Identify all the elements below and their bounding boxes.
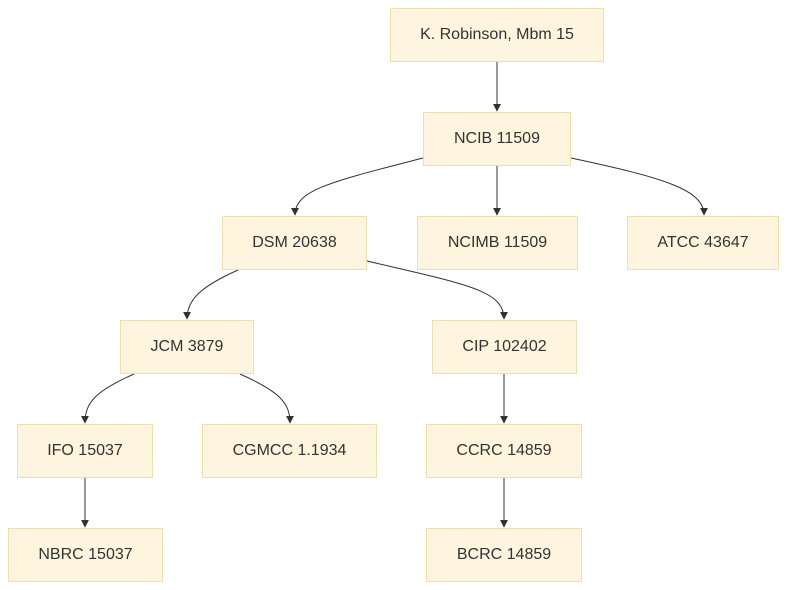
node-k-robinson-mbm-15: K. Robinson, Mbm 15	[390, 8, 604, 62]
edge-jcm-ifo	[81, 373, 135, 424]
node-nbrc-15037: NBRC 15037	[8, 528, 163, 582]
edge-ncib-dsm	[291, 157, 424, 216]
edge-jcm-cgmcc	[239, 373, 294, 424]
node-atcc-43647: ATCC 43647	[627, 216, 779, 270]
node-jcm-3879: JCM 3879	[120, 320, 254, 374]
edge-ncib-atcc	[570, 157, 708, 216]
edge-dsm-jcm	[183, 269, 239, 320]
node-ifo-15037: IFO 15037	[17, 424, 153, 478]
node-ncimb-11509: NCIMB 11509	[417, 216, 578, 270]
node-ccrc-14859: CCRC 14859	[426, 424, 582, 478]
node-cip-102402: CIP 102402	[432, 320, 577, 374]
edge-dsm-cip	[366, 260, 508, 320]
node-bcrc-14859: BCRC 14859	[426, 528, 582, 582]
node-dsm-20638: DSM 20638	[222, 216, 367, 270]
node-cgmcc-1-1934: CGMCC 1.1934	[202, 424, 377, 478]
node-ncib-11509: NCIB 11509	[423, 112, 571, 166]
